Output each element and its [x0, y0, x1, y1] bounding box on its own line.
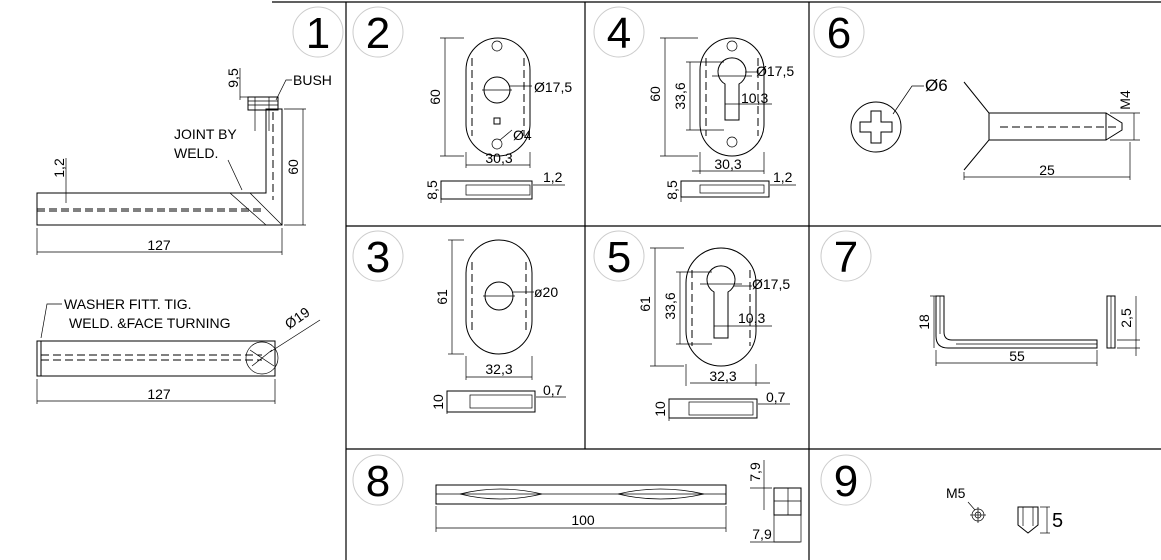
part-4-number: 4 [607, 9, 631, 58]
part-6-cell: 6 Ø6 M4 25 [813, 6, 1140, 180]
part-5-dim-slot-width: 10,3 [738, 310, 765, 326]
part-4-dim-slot-height: 33,6 [672, 82, 688, 109]
part-2-cell: 2 60 Ø17,5 Ø4 30,3 8,5 1,2 [352, 6, 572, 203]
part-4-dim-thickness: 1,2 [773, 169, 793, 185]
part-8-cell: 8 100 7,9 7,9 [352, 454, 802, 543]
part-8-dim-length: 100 [571, 512, 595, 528]
part-3-dim-side-thickness: 10 [430, 394, 446, 410]
part-7-dim-thickness: 2,5 [1118, 308, 1134, 328]
part-3-cell: 3 61 ø20 32,3 10 0,7 [352, 230, 566, 414]
part-3-dim-diameter: ø20 [534, 284, 558, 300]
part-3-dim-thickness: 0,7 [543, 382, 563, 398]
part-5-dim-width: 32,3 [709, 368, 736, 384]
part-7-dim-length: 55 [1009, 348, 1025, 364]
part-1-dim-thickness: 1,2 [51, 158, 67, 178]
part-2-dim-width: 30,3 [485, 150, 512, 166]
part-9-dim-length: 5 [1052, 510, 1063, 532]
part-7-cell: 7 18 55 2,5 [820, 230, 1140, 366]
part-1-handle-view: 127 60 1,2 9,5 BUSH JOINT BY WELD. [36, 68, 332, 255]
part-5-dim-height: 61 [637, 296, 653, 312]
part-1-label-joint-line1: JOINT BY [174, 126, 237, 142]
part-3-dim-width: 32,3 [485, 361, 512, 377]
part-4-cell: 4 60 33,6 Ø17,5 10,3 30,3 8,5 1,2 [593, 6, 796, 202]
part-3-number: 3 [366, 233, 390, 282]
part-6-number: 6 [827, 9, 851, 58]
part-1-cell: 1 127 60 1,2 [36, 6, 344, 404]
part-2-dim-thickness: 1,2 [543, 169, 563, 185]
part-4-dim-diameter: Ø17,5 [756, 63, 794, 79]
part-4-dim-slot-width: 10,3 [741, 90, 768, 106]
part-5-dim-thickness: 0,7 [766, 389, 786, 405]
part-4-dim-height: 60 [647, 86, 663, 102]
part-5-dim-slot-height: 33,6 [662, 292, 678, 319]
part-9-number: 9 [834, 457, 858, 506]
part-4-dim-width: 30,3 [714, 156, 741, 172]
part-5-cell: 5 61 33,6 Ø17,5 10,3 32,3 10 0,7 [593, 230, 790, 421]
part-5-number: 5 [607, 233, 631, 282]
part-2-number: 2 [366, 9, 390, 58]
part-7-number: 7 [834, 233, 858, 282]
part-9-cell: 9 M5 5 [820, 454, 1063, 534]
part-8-dim-side-bottom: 7,9 [752, 526, 772, 542]
part-2-dim-height: 60 [427, 89, 443, 105]
part-1-label-washer-line2: WELD. &FACE TURNING [69, 315, 231, 331]
part-2-dim-side-thickness: 8,5 [424, 180, 440, 200]
part-1-tube-view: 127 Ø19 WASHER FITT. TIG. WELD. &FACE TU… [36, 296, 321, 404]
part-2-dim-diameter-large: Ø17,5 [534, 79, 572, 95]
part-1-label-washer-line1: WASHER FITT. TIG. [64, 296, 192, 312]
part-1-dim-length-top: 127 [147, 237, 171, 253]
part-3-dim-height: 61 [434, 289, 450, 305]
sheet-grid [272, 1, 1161, 560]
part-1-dim-height: 60 [285, 159, 301, 175]
part-8-dim-side-top: 7,9 [747, 462, 763, 482]
part-2-dim-diameter-small: Ø4 [513, 127, 532, 143]
part-1-label-joint-line2: WELD. [174, 145, 218, 161]
part-6-dim-length: 25 [1039, 162, 1055, 178]
part-5-dim-side-thickness: 10 [652, 401, 668, 417]
part-4-dim-side-thickness: 8,5 [664, 180, 680, 200]
part-1-dim-length-bottom: 127 [147, 386, 171, 402]
part-5-dim-diameter: Ø17,5 [752, 276, 790, 292]
part-8-number: 8 [366, 457, 390, 506]
part-1-number: 1 [306, 9, 330, 58]
part-6-dim-thread: M4 [1117, 90, 1133, 110]
part-6-dim-diameter: Ø6 [925, 76, 948, 95]
part-7-dim-height: 18 [916, 314, 932, 330]
part-1-label-bush: BUSH [293, 72, 332, 88]
part-1-dim-bush: 9,5 [225, 68, 241, 88]
part-9-dim-thread: M5 [946, 485, 966, 501]
